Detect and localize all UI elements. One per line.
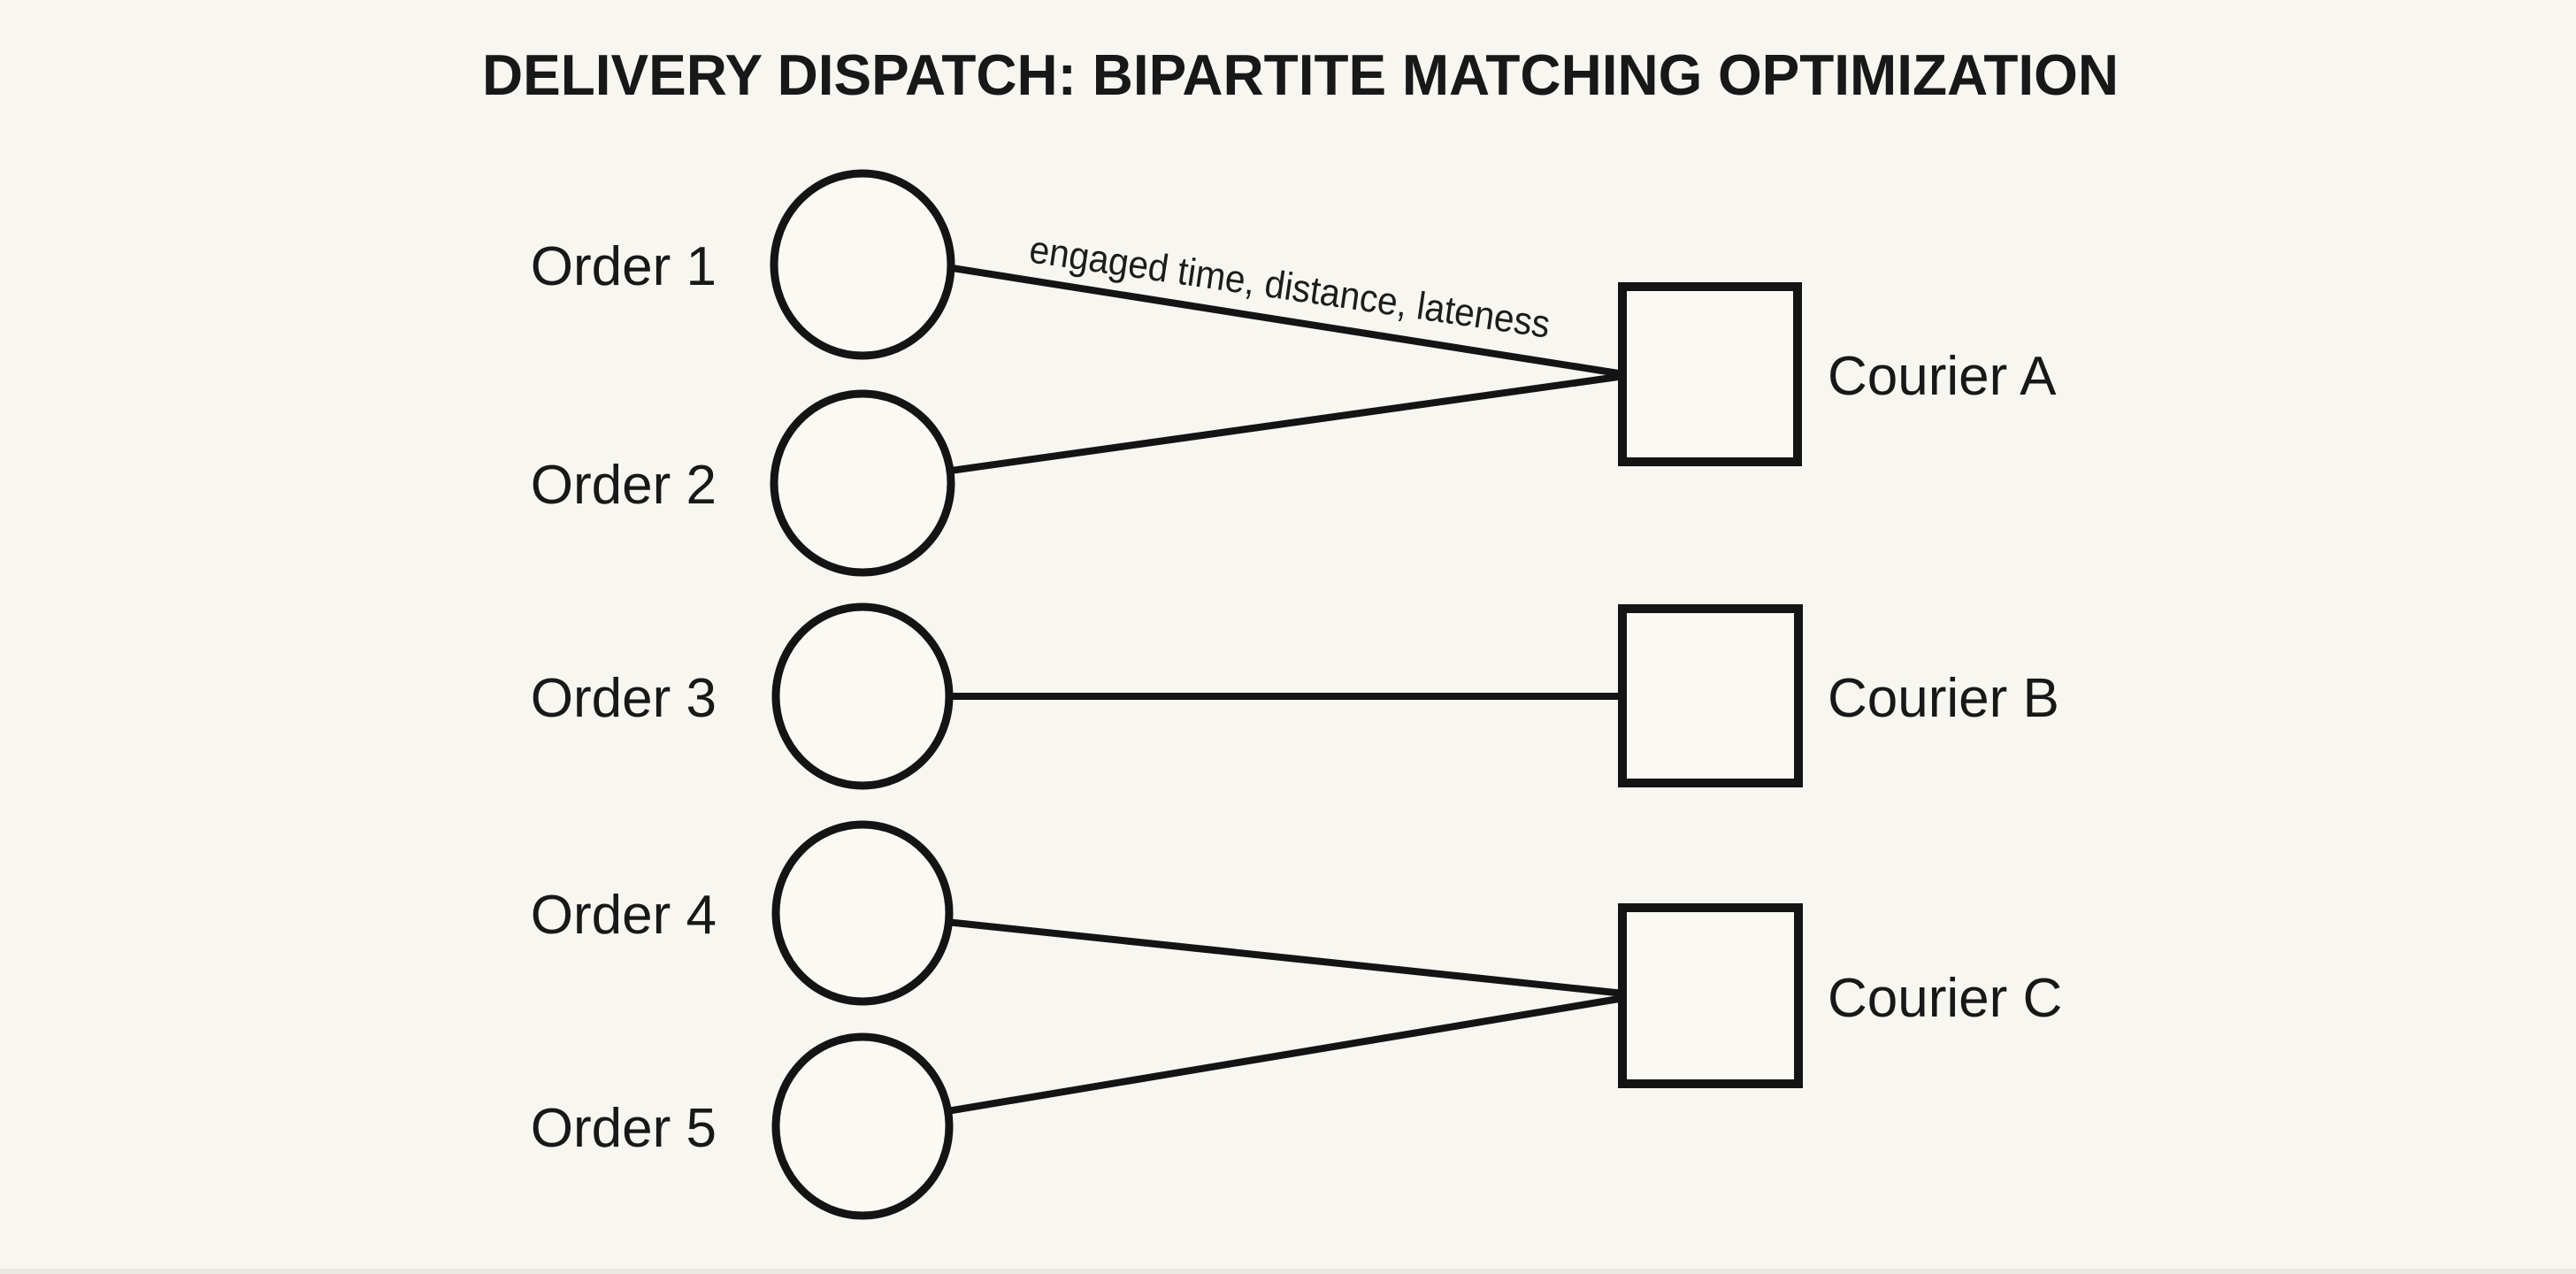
node-courier-b xyxy=(1618,604,1803,787)
scan-bottom-edge xyxy=(0,1269,2576,1274)
label-order-4: Order 4 xyxy=(531,885,717,946)
label-order-2: Order 2 xyxy=(531,455,717,516)
label-order-3: Order 3 xyxy=(531,668,717,729)
node-order-4 xyxy=(771,820,954,1006)
node-order-5 xyxy=(771,1032,954,1220)
node-order-1 xyxy=(770,169,955,360)
edge-order1-courierA xyxy=(859,250,1628,378)
node-order-2 xyxy=(770,389,955,577)
node-courier-a xyxy=(1618,282,1802,466)
label-courier-b: Courier B xyxy=(1828,668,2059,729)
edge-order2-courierA xyxy=(859,372,1628,487)
node-courier-c xyxy=(1618,903,1803,1088)
label-order-5: Order 5 xyxy=(531,1098,717,1159)
label-order-1: Order 1 xyxy=(531,236,717,297)
edge-order5-courierC xyxy=(859,994,1628,1129)
edge-cost-label: engaged time, distance, lateness xyxy=(1027,227,1553,346)
node-order-3 xyxy=(771,602,954,790)
page-title: DELIVERY DISPATCH: BIPARTITE MATCHING OP… xyxy=(482,42,2119,107)
label-courier-a: Courier A xyxy=(1828,346,2057,407)
label-courier-c: Courier C xyxy=(1828,968,2062,1029)
edge-order4-courierC xyxy=(859,909,1628,997)
